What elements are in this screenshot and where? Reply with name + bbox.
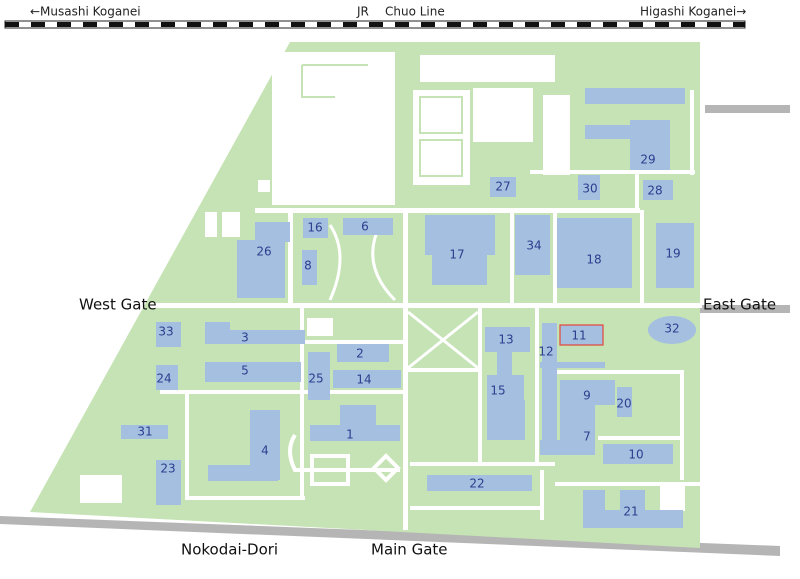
building-24-label[interactable]: 24 bbox=[156, 372, 171, 386]
building-7-label[interactable]: 7 bbox=[583, 430, 591, 444]
building-labels: 1 2 3 4 5 6 7 8 9 10 11 12 13 14 15 16 1… bbox=[137, 153, 680, 519]
building-34-label[interactable]: 34 bbox=[526, 239, 541, 253]
building-20-label[interactable]: 20 bbox=[616, 397, 631, 411]
building-10-label[interactable]: 10 bbox=[628, 448, 643, 462]
building-31-label[interactable]: 31 bbox=[137, 425, 152, 439]
building-12-label[interactable]: 12 bbox=[538, 345, 553, 359]
east-gate-road bbox=[700, 305, 790, 313]
east-gate-label: East Gate bbox=[703, 296, 776, 314]
nokodai-dori-road bbox=[0, 516, 780, 556]
building-14-label[interactable]: 14 bbox=[356, 373, 371, 387]
building-11-highlight[interactable] bbox=[559, 324, 604, 346]
building-32-label[interactable]: 32 bbox=[664, 322, 679, 336]
railway-line-name: Chuo Line bbox=[385, 5, 445, 19]
building-23-label[interactable]: 23 bbox=[160, 462, 175, 476]
building-28-label[interactable]: 28 bbox=[647, 184, 662, 198]
building-21-label[interactable]: 21 bbox=[623, 505, 638, 519]
building-16-label[interactable]: 16 bbox=[307, 221, 322, 235]
campus-roads bbox=[150, 90, 702, 530]
street-label: Nokodai-Dori bbox=[181, 541, 278, 559]
building-17-label[interactable]: 17 bbox=[449, 248, 464, 262]
east-station-label: Higashi Koganei→ bbox=[640, 5, 746, 19]
main-gate-label: Main Gate bbox=[371, 541, 448, 559]
east-road bbox=[705, 105, 790, 113]
building-22-label[interactable]: 22 bbox=[469, 477, 484, 491]
buildings bbox=[121, 88, 696, 528]
building-18-label[interactable]: 18 bbox=[586, 253, 601, 267]
building-27-label[interactable]: 27 bbox=[495, 180, 510, 194]
railway-track bbox=[4, 20, 746, 29]
building-26-label[interactable]: 26 bbox=[256, 245, 271, 259]
building-1-label[interactable]: 1 bbox=[346, 428, 354, 442]
building-4-label[interactable]: 4 bbox=[261, 444, 269, 458]
building-30-label[interactable]: 30 bbox=[582, 182, 597, 196]
building-11-label[interactable]: 11 bbox=[571, 329, 586, 343]
railway-prefix: JR bbox=[356, 5, 369, 19]
building-15-label[interactable]: 15 bbox=[490, 384, 505, 398]
building-8-label[interactable]: 8 bbox=[304, 259, 312, 273]
west-station-label: ←Musashi Koganei bbox=[30, 5, 141, 19]
building-6-label[interactable]: 6 bbox=[361, 220, 369, 234]
building-33-label[interactable]: 33 bbox=[158, 325, 173, 339]
building-13-label[interactable]: 13 bbox=[498, 333, 513, 347]
campus-area bbox=[30, 42, 700, 548]
building-29-label[interactable]: 29 bbox=[640, 153, 655, 167]
building-19-label[interactable]: 19 bbox=[665, 247, 680, 261]
building-5-label[interactable]: 5 bbox=[241, 364, 249, 378]
building-3-label[interactable]: 3 bbox=[241, 331, 249, 345]
open-areas bbox=[80, 52, 685, 511]
building-25-label[interactable]: 25 bbox=[308, 372, 323, 386]
west-gate-label: West Gate bbox=[79, 296, 157, 314]
building-9-label[interactable]: 9 bbox=[583, 389, 591, 403]
building-2-label[interactable]: 2 bbox=[356, 347, 364, 361]
